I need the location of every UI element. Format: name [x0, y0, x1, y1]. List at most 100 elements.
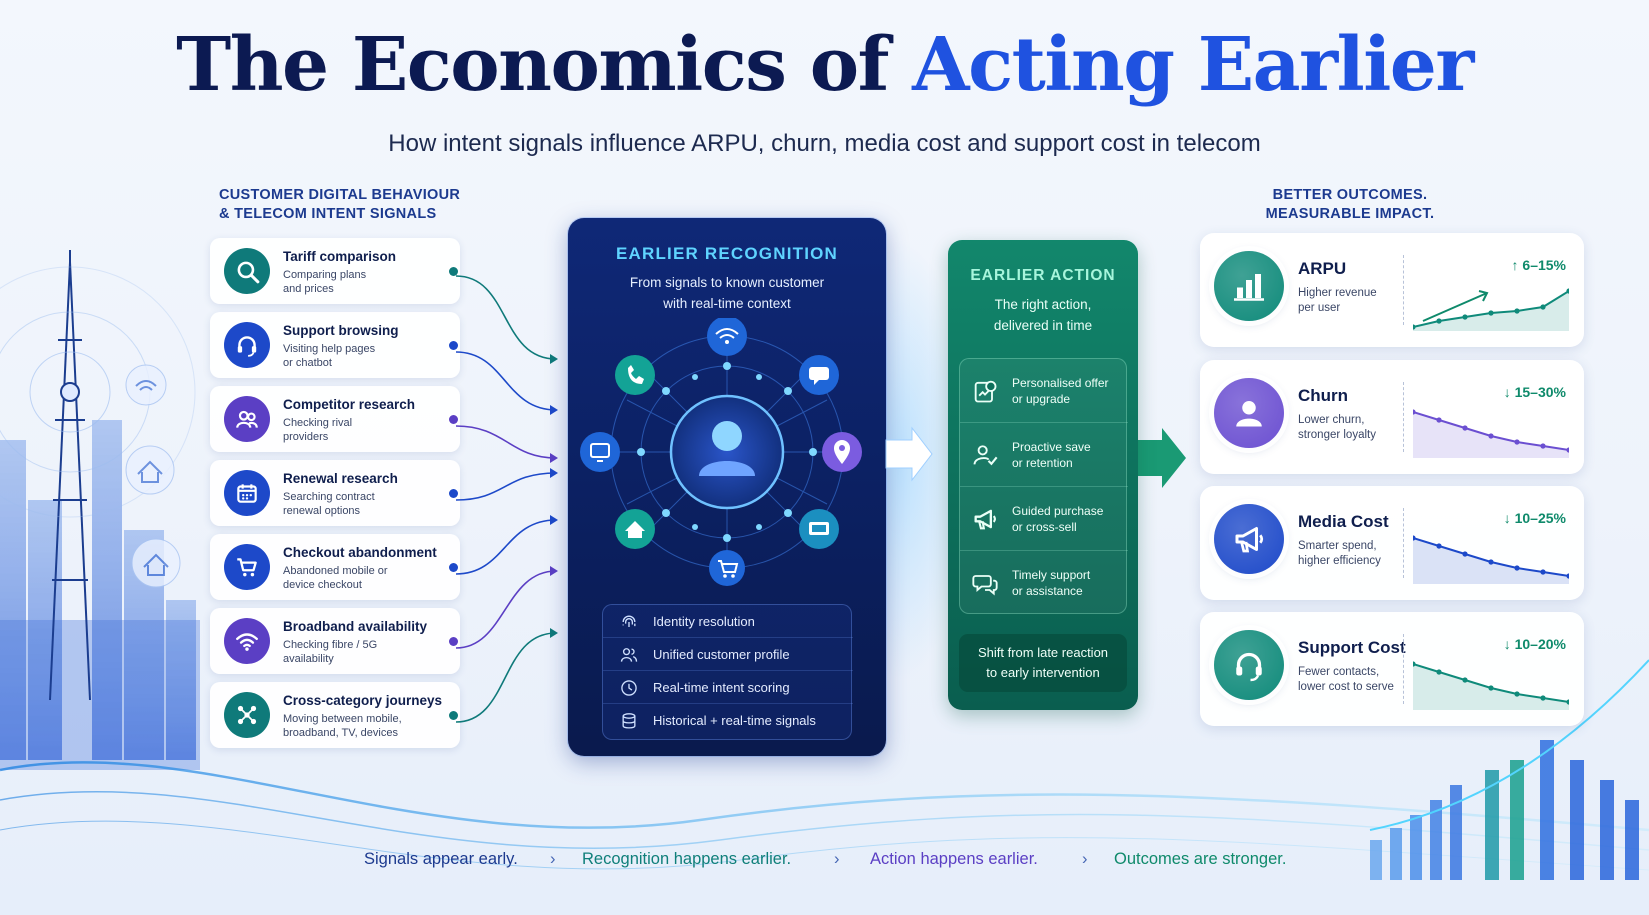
action-item-line-2: or assistance	[1012, 584, 1083, 598]
megaphone-icon	[1235, 527, 1264, 553]
signal-description-line-2: availability	[283, 653, 334, 665]
sparkline-point	[1436, 669, 1442, 675]
page-title: The Economics of Acting Earlier	[0, 22, 1649, 108]
outcome-divider	[1403, 382, 1404, 452]
outcomes-heading: BETTER OUTCOMES. MEASURABLE IMPACT.	[1230, 186, 1470, 224]
signal-title: Competitor research	[283, 397, 416, 412]
sparkline-point	[1436, 417, 1442, 423]
signal-description-line-1: Searching contract	[283, 491, 375, 503]
capability-row: Unified customer profile	[603, 638, 853, 671]
page-subtitle: How intent signals influence ARPU, churn…	[388, 130, 1261, 157]
outcomes-heading-line-1: BETTER OUTCOMES.	[1272, 187, 1428, 203]
offer-icon	[974, 380, 997, 403]
recognition-subtitle-line-1: From signals to known customer	[629, 275, 825, 290]
sparkline-point	[1566, 288, 1569, 294]
sparkline-point	[1436, 543, 1442, 549]
action-subtitle-line-2: delivered in time	[993, 318, 1093, 333]
sparkline-point	[1413, 535, 1416, 541]
sparkline-point	[1462, 551, 1468, 557]
signal-description-line-2: device checkout	[283, 579, 362, 591]
outcome-description: Lower churn,stronger loyalty	[1298, 413, 1406, 443]
signal-title: Checkout abandonment	[283, 545, 437, 560]
sparkline-point	[1413, 409, 1416, 415]
clock-icon	[621, 680, 637, 696]
outcome-trend-sparkline	[1413, 409, 1569, 458]
signal-icon-badge	[224, 544, 270, 590]
sparkline-point	[1514, 439, 1520, 445]
signal-description-line-1: Comparing plans	[283, 269, 367, 281]
signal-description-line-2: broadband, TV, devices	[283, 727, 398, 739]
bar-chart-icon	[1234, 274, 1264, 301]
sparkline-point	[1488, 559, 1494, 565]
sparkline-point	[1566, 573, 1569, 579]
outcome-description-line-1: Smarter spend,	[1298, 540, 1377, 552]
headset-icon	[1236, 652, 1262, 682]
outcome-description-line-2: lower cost to serve	[1298, 681, 1394, 693]
signal-icon-badge	[224, 618, 270, 664]
network-icon	[237, 705, 257, 725]
signal-title: Broadband availability	[283, 619, 428, 634]
sparkline-point	[1488, 433, 1494, 439]
outcome-description: Fewer contacts,lower cost to serve	[1298, 665, 1406, 695]
capability-row: Historical + real-time signals	[603, 704, 853, 737]
footer-step: Outcomes are stronger.	[1114, 850, 1287, 868]
device-node-icon	[799, 509, 839, 549]
sparkline-point	[1566, 447, 1569, 453]
cart-node-icon	[709, 550, 745, 586]
capability-row: Real-time intent scoring	[603, 671, 853, 704]
connector-dot	[449, 415, 458, 424]
network-nodes	[637, 362, 817, 542]
action-item-line-2: or upgrade	[1012, 392, 1071, 406]
signal-description-line-2: renewal options	[283, 505, 361, 517]
earlier-recognition-panel: EARLIER RECOGNITION From signals to know…	[568, 218, 886, 756]
outcome-value: ↑ 6–15%	[1511, 257, 1566, 273]
signal-title: Cross-category journeys	[283, 693, 443, 708]
signal-icon-badge	[224, 322, 270, 368]
sparkline-point	[1540, 695, 1546, 701]
signal-description-line-1: Abandoned mobile or	[283, 565, 388, 577]
sparkline-point	[1514, 565, 1520, 571]
connector-dot	[449, 563, 458, 572]
outcome-divider	[1403, 508, 1404, 578]
capability-label: Unified customer profile	[653, 647, 790, 662]
title-part-2: Acting Earlier	[912, 22, 1474, 108]
signal-description-line-2: or chatbot	[283, 357, 332, 369]
sparkline-point	[1540, 443, 1546, 449]
action-item-line-1: Guided purchase	[1012, 504, 1104, 518]
outcome-trend-sparkline	[1413, 535, 1569, 584]
outcome-title: ARPU	[1298, 259, 1347, 278]
connector-dot	[449, 489, 458, 498]
users-icon	[620, 648, 638, 662]
outcome-title: Media Cost	[1298, 512, 1389, 531]
action-subtitle-line-1: The right action,	[994, 297, 1092, 312]
signals-heading-line-2: & TELECOM INTENT SIGNALS	[219, 206, 437, 222]
signal-description: Abandoned mobile or device checkout	[283, 564, 443, 592]
database-icon	[622, 713, 636, 729]
outcome-trend-sparkline	[1413, 288, 1569, 331]
signal-description-line-2: and prices	[283, 283, 334, 295]
shift-callout-line-1: Shift from late reaction	[977, 645, 1109, 660]
chat-node-icon	[799, 355, 839, 395]
signal-description-line-1: Checking rival	[283, 417, 353, 429]
footer-chevron-icon: ›	[834, 850, 840, 868]
trend-up-arrow-icon	[1422, 290, 1489, 322]
footer-chevron-icon: ›	[1082, 850, 1088, 868]
outcome-title: Churn	[1298, 386, 1349, 405]
capability-label: Historical + real-time signals	[653, 713, 816, 728]
action-item-line-2: or retention	[1012, 456, 1073, 470]
outcome-value: ↓ 10–25%	[1503, 510, 1566, 526]
retention-icon	[973, 445, 998, 466]
